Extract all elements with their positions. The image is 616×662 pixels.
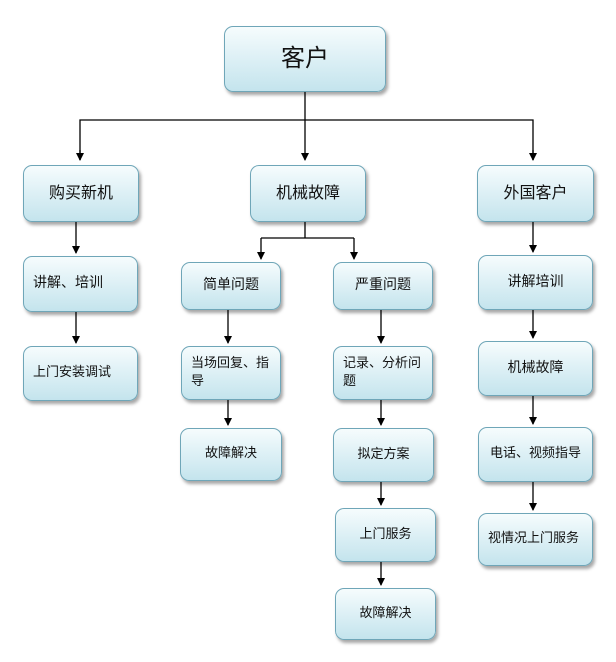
buy-step-training: 讲解、培训 (23, 256, 138, 312)
simple-step-solved: 故障解决 (180, 428, 282, 481)
fault-split-bar (261, 222, 354, 239)
serious-step-plan: 拟定方案 (333, 428, 434, 482)
foreign-step-fault: 机械故障 (478, 341, 593, 396)
root-node: 客户 (224, 26, 386, 92)
serious-step-onsite: 上门服务 (335, 508, 436, 562)
foreign-step-onsite: 视情况上门服务 (478, 513, 593, 566)
branch-buy-node: 购买新机 (23, 165, 139, 222)
root-branch-bar (79, 119, 534, 160)
branch-fault-node: 机械故障 (250, 165, 366, 222)
fault-serious-node: 严重问题 (333, 262, 433, 310)
fault-simple-node: 简单问题 (181, 262, 281, 310)
buy-step-install: 上门安装调试 (23, 346, 138, 401)
foreign-step-training: 讲解培训 (478, 255, 593, 310)
serious-step-record: 记录、分析问题 (333, 346, 433, 400)
foreign-step-remote-guide: 电话、视频指导 (478, 427, 593, 482)
serious-step-solved: 故障解决 (335, 588, 436, 640)
branch-foreign-node: 外国客户 (477, 165, 594, 222)
simple-step-reply: 当场回复、指导 (181, 346, 281, 400)
